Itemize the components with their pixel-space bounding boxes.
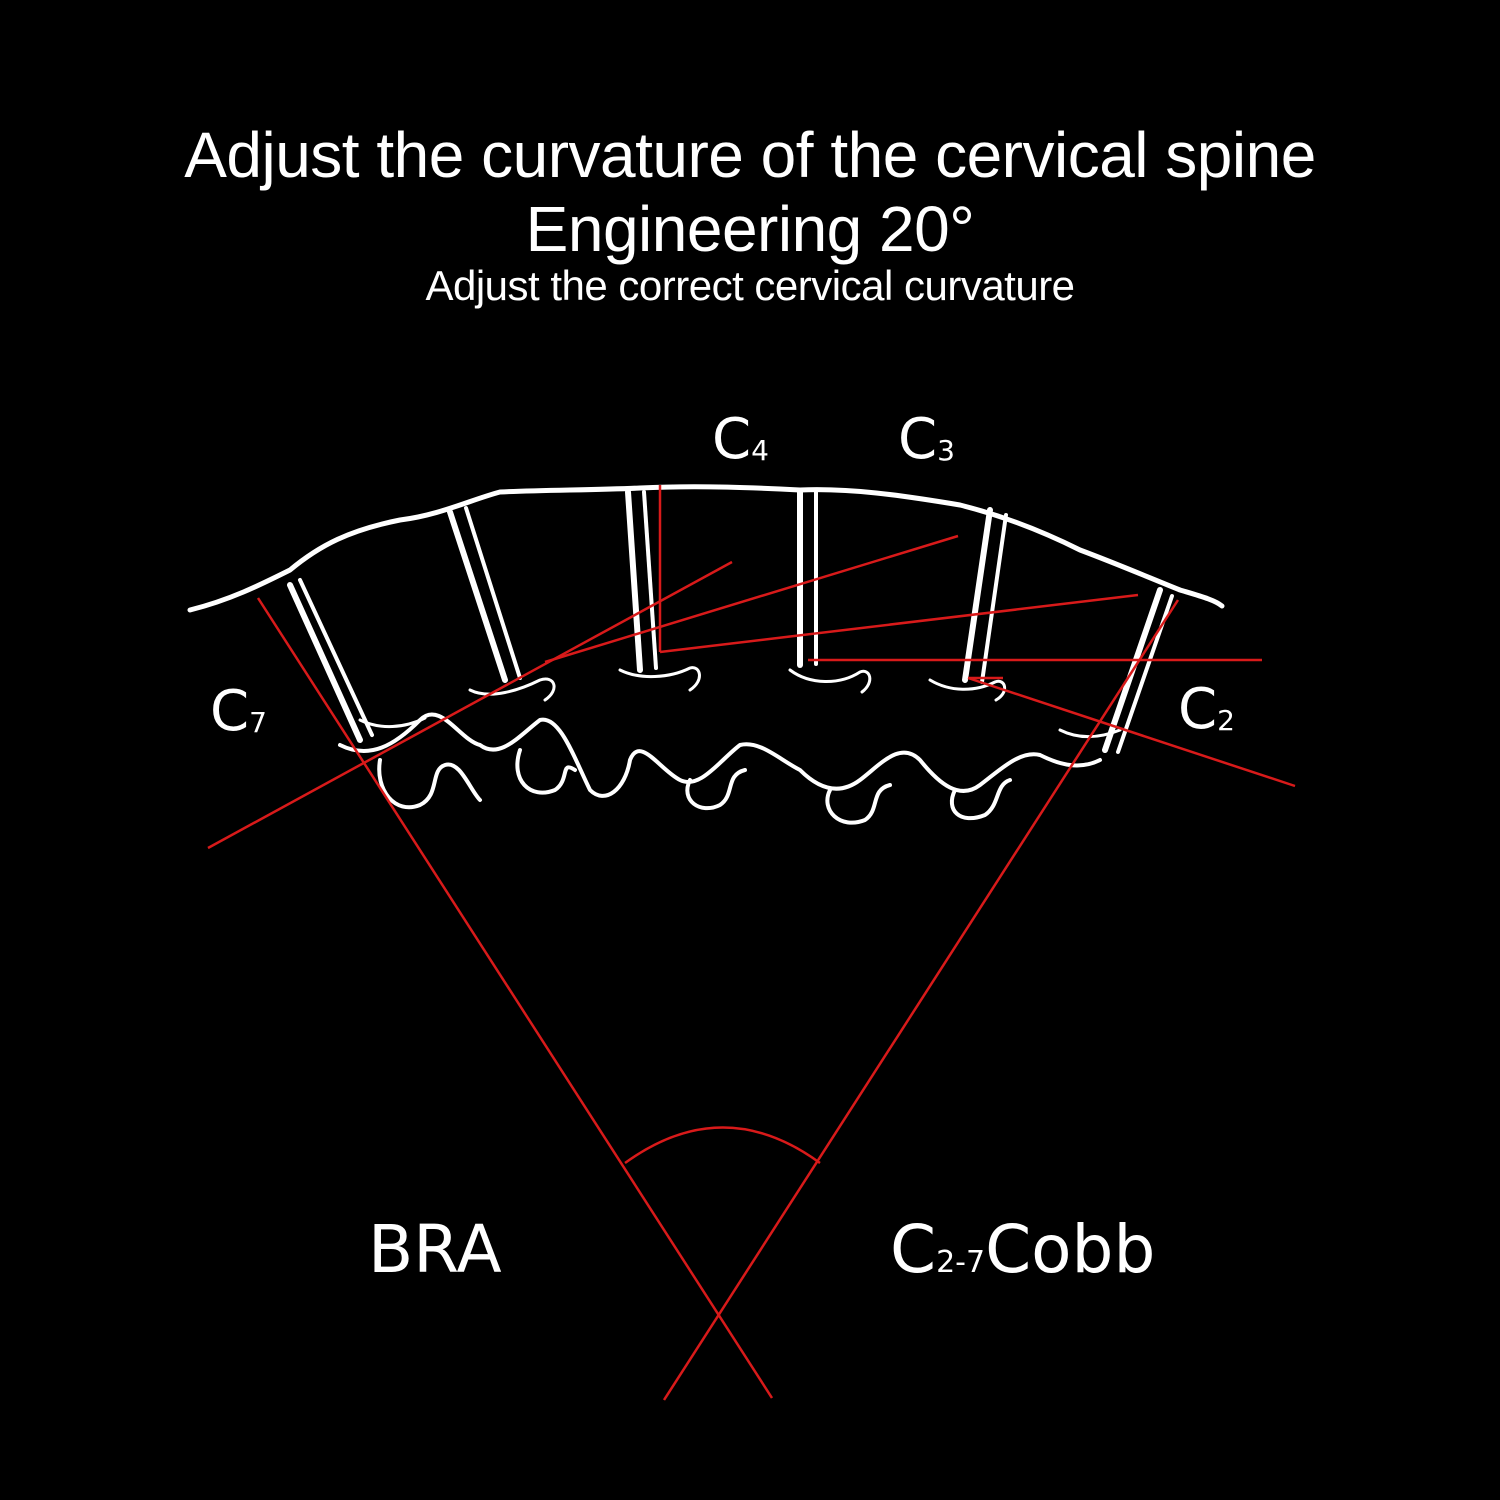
- c2-endplate-line: [967, 676, 1296, 788]
- facet-detail-3: [788, 668, 872, 694]
- c7-endplate-line: [207, 560, 733, 850]
- cobb-line-right: [662, 599, 1180, 1401]
- disc-band-2b: [464, 506, 522, 680]
- title-line-1: Adjust the curvature of the cervical spi…: [184, 119, 1316, 191]
- disc-band-3b: [642, 490, 658, 670]
- disc-band-3: [625, 489, 643, 673]
- disc-band-5: [962, 507, 993, 683]
- spinous-process-3: [685, 768, 747, 811]
- c3-line: [659, 593, 1139, 654]
- spinous-process-4: [825, 783, 892, 825]
- label-bra: BRA: [368, 1211, 502, 1288]
- c4-line: [544, 534, 959, 664]
- label-c7: C7: [210, 679, 267, 744]
- facet-detail-4: [928, 678, 1006, 702]
- label-c2-7-cobb: C2-7Cobb: [890, 1211, 1155, 1288]
- disc-band-2: [447, 509, 508, 683]
- disc-band-1: [287, 582, 363, 743]
- cervical-spine-outline: [187, 484, 1225, 825]
- disc-band-1b: [298, 578, 374, 737]
- angle-arc: [624, 1126, 821, 1165]
- bra-line-left: [256, 597, 774, 1399]
- spinous-process-5: [949, 778, 1012, 821]
- title-line-2: Engineering 20°: [525, 193, 975, 265]
- facet-detail-5: [358, 716, 427, 729]
- disc-band-6b: [1116, 594, 1174, 754]
- label-c3: C3: [898, 407, 955, 472]
- spinous-process-2: [515, 748, 577, 795]
- label-c2: C2: [1178, 677, 1235, 742]
- spine-upper-contour: [187, 484, 1225, 613]
- disc-band-5b: [980, 513, 1008, 684]
- spine-lower-contour: [338, 712, 1102, 798]
- facet-detail-2: [618, 666, 701, 692]
- subtitle: Adjust the correct cervical curvature: [425, 262, 1075, 309]
- label-c4: C4: [712, 407, 769, 472]
- measurement-lines: [207, 485, 1296, 1401]
- spinous-process-1: [377, 758, 482, 810]
